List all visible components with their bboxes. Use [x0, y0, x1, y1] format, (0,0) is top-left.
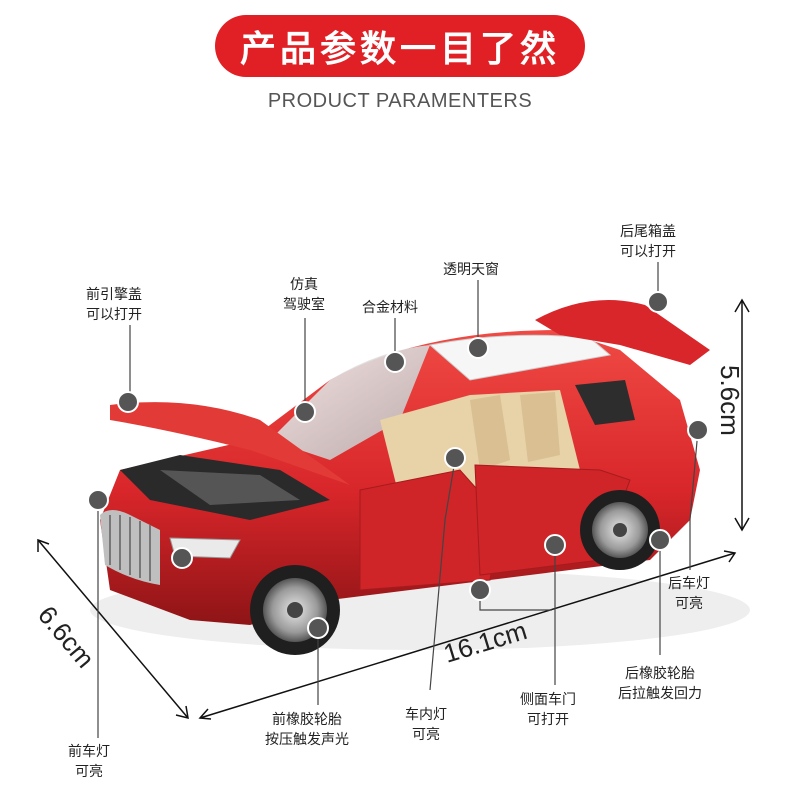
marker-headlight	[87, 489, 109, 511]
label-sunroof: 透明天窗	[443, 262, 499, 278]
label-front-hood: 前引擎盖 可以打开	[86, 287, 142, 323]
title-banner: 产品参数一目了然	[215, 15, 585, 77]
label-side-door: 侧面车门 可打开	[520, 692, 576, 728]
marker-front-hood	[117, 391, 139, 413]
marker-side-door	[544, 534, 566, 556]
open-hood	[110, 402, 350, 485]
marker-rear-tire	[649, 529, 671, 551]
marker-door-handle	[469, 579, 491, 601]
marker-cockpit	[294, 401, 316, 423]
page-title: 产品参数一目了然	[239, 29, 560, 70]
marker-alloy	[384, 351, 406, 373]
marker-interior-light	[444, 447, 466, 469]
label-rear-tire: 后橡胶轮胎 后拉触发回力	[618, 666, 702, 702]
width-arrow	[37, 539, 189, 719]
label-interior-light: 车内灯 可亮	[405, 707, 447, 743]
label-headlight: 前车灯 可亮	[68, 744, 110, 780]
windshield	[270, 345, 430, 460]
label-cockpit: 仿真 驾驶室	[283, 277, 325, 313]
label-alloy: 合金材料	[362, 300, 418, 316]
open-trunk	[535, 300, 710, 365]
marker-front-tire	[307, 617, 329, 639]
side-window	[575, 380, 635, 425]
marker-grille	[171, 547, 193, 569]
label-trunk: 后尾箱盖 可以打开	[620, 224, 676, 260]
height-dimension: 5.6cm	[715, 365, 745, 436]
label-tail-light: 后车灯 可亮	[668, 576, 710, 612]
marker-tail-light	[687, 419, 709, 441]
marker-sunroof	[467, 337, 489, 359]
length-arrow	[199, 552, 736, 719]
label-front-tire: 前橡胶轮胎 按压触发声光	[265, 712, 349, 748]
page-subtitle: PRODUCT PARAMENTERS	[267, 90, 533, 112]
marker-trunk	[647, 291, 669, 313]
